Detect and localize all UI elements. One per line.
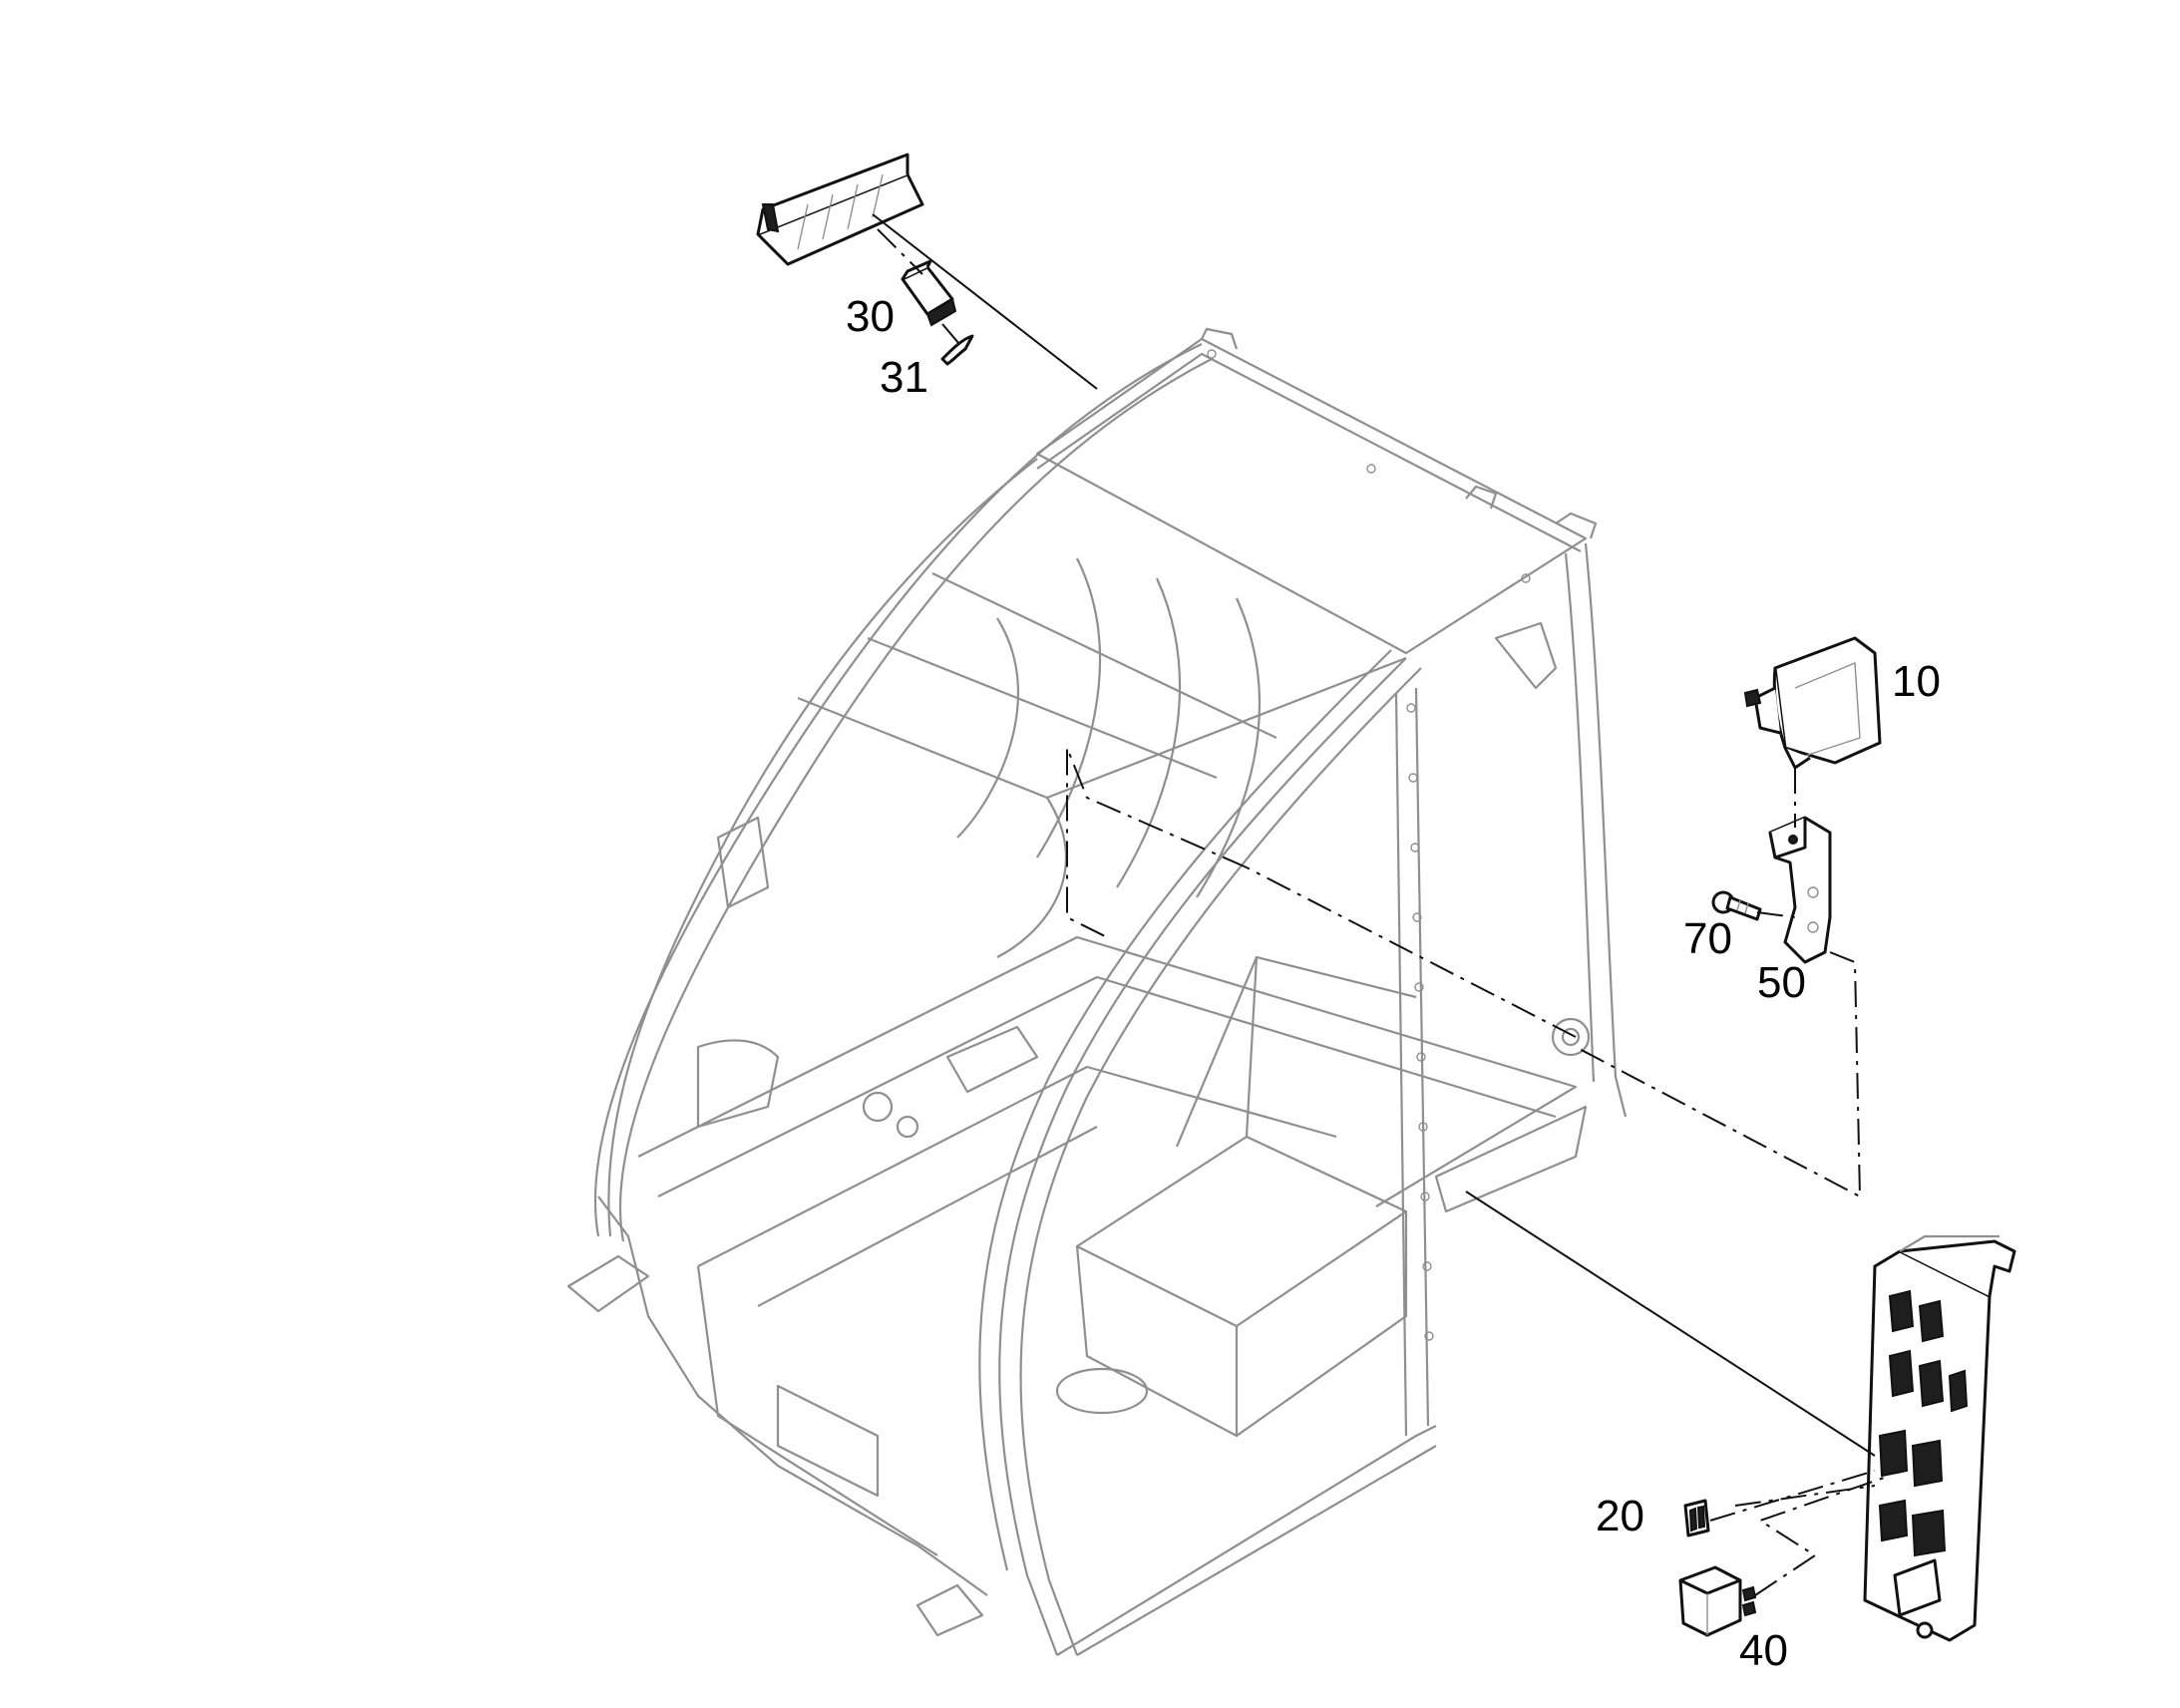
callout-30: 30 [846, 292, 895, 341]
leader-lines [872, 213, 1891, 1596]
part-30-switch [901, 259, 957, 327]
callout-40: 40 [1739, 1626, 1788, 1675]
part-50-lamp-bracket [1768, 816, 1832, 964]
part-40-relay [1678, 1565, 1757, 1637]
part-20-fuse [1683, 1499, 1710, 1537]
cab-frame [566, 327, 1628, 1656]
callout-50: 50 [1757, 958, 1806, 1007]
part-10-work-lamp [1743, 636, 1882, 770]
callout-70: 70 [1683, 914, 1732, 963]
callout-20: 20 [1596, 1492, 1644, 1540]
callout-10: 10 [1892, 657, 1941, 706]
part-70-bolt [1711, 890, 1762, 921]
fuse-relay-panel [1863, 1234, 2016, 1642]
part-30-roof-lamp-assembly [756, 153, 924, 266]
callout-labels: 30 31 10 70 50 20 40 [846, 292, 1941, 1675]
part-31-clip [940, 334, 974, 366]
callout-31: 31 [880, 353, 928, 402]
